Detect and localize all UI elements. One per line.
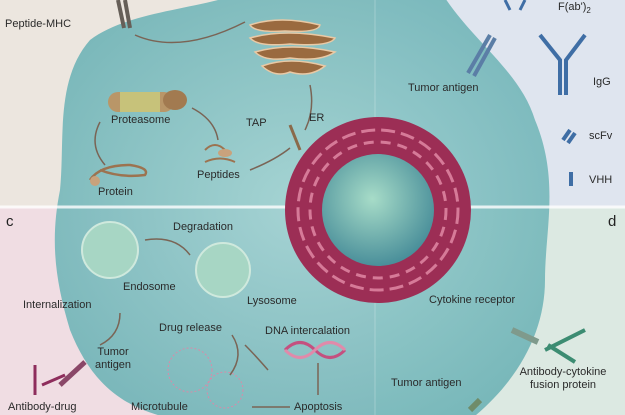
label-drug-release: Drug release <box>159 322 222 334</box>
label-proteasome: Proteasome <box>111 114 171 126</box>
pathway-arrows <box>94 21 319 408</box>
label-peptide-mhc: Peptide-MHC <box>5 18 72 30</box>
lysosome-icon <box>195 242 251 298</box>
endosome-icon <box>81 221 139 279</box>
peptide-mhc-icon <box>116 0 132 29</box>
peptides-icon <box>204 144 236 163</box>
label-scfv: scFv <box>589 130 613 142</box>
proteasome-icon <box>108 90 187 112</box>
tumor-antigen-d-icon <box>467 397 483 413</box>
tap-icon <box>288 124 302 151</box>
label-tumor-antigen-d: Tumor antigen <box>391 377 462 389</box>
scfv-icon <box>561 128 577 145</box>
igg-icon <box>538 33 587 95</box>
label-microtubule: Microtubule <box>131 401 188 413</box>
label-igg: IgG <box>593 76 611 88</box>
label-endosome: Endosome <box>123 281 176 293</box>
label-tumor-antigen-c: Tumor antigen <box>94 346 132 371</box>
label-protein: Protein <box>98 186 133 198</box>
fab2-icon <box>503 0 527 11</box>
tumor-antigen-b-icon <box>466 33 497 77</box>
cytokine-receptor-icon <box>510 327 540 345</box>
label-cytokine-receptor: Cytokine receptor <box>429 294 516 306</box>
label-peptides: Peptides <box>197 169 240 181</box>
label-antibody-drug: Antibody-drug <box>8 401 77 413</box>
label-internalization: Internalization <box>23 299 92 311</box>
label-er: ER <box>309 112 325 124</box>
label-antibody-cytokine-fusion-protein: Antibody-cytokine fusion protein <box>519 366 607 391</box>
label-fab2: F(ab')2 <box>558 1 591 16</box>
label-dna-intercalation: DNA intercalation <box>265 325 350 337</box>
label-apoptosis: Apoptosis <box>294 401 343 413</box>
label-lysosome: Lysosome <box>247 295 297 307</box>
panel-label-d: d <box>608 213 617 230</box>
microtubule-icon <box>167 347 213 393</box>
label-degradation: Degradation <box>173 221 233 233</box>
label-tap: TAP <box>246 117 267 129</box>
tumor-antigen-c-icon <box>58 360 87 387</box>
panel-label-c: c <box>6 213 14 230</box>
nucleus <box>322 154 434 266</box>
golgi-icon <box>248 19 337 75</box>
antibody-drug-conjugate-icon <box>33 365 66 395</box>
antibody-cytokine-icon <box>544 328 586 364</box>
protein-icon <box>88 163 148 181</box>
label-tumor-antigen-b: Tumor antigen <box>408 82 479 94</box>
label-vhh: VHH <box>589 174 613 186</box>
